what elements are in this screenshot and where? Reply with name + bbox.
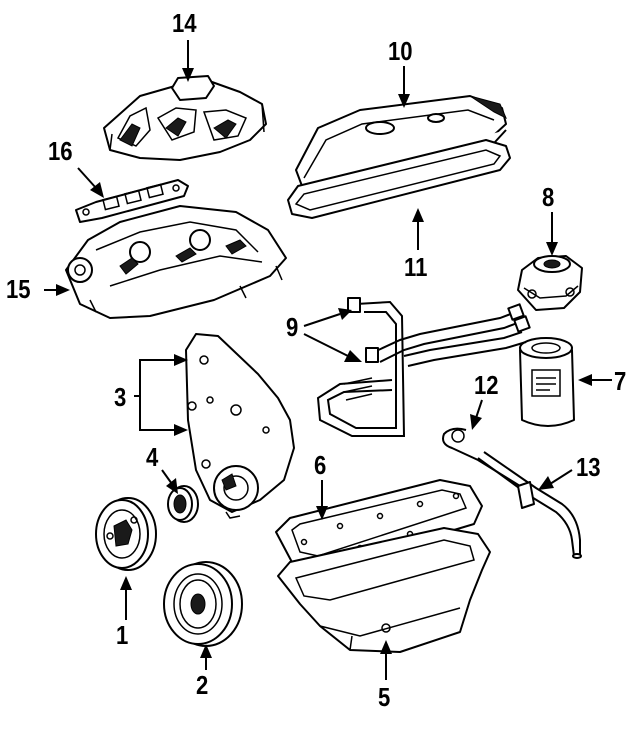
timing-cover [185,333,295,519]
callout-16: 16 [48,136,73,166]
harmonic-balancer [163,561,243,647]
plenum-gasket [75,179,189,223]
callout-7: 7 [614,366,627,396]
crankshaft-pulley [95,497,157,571]
upper-intake-plenum [103,75,267,161]
oil-filter [519,337,575,427]
callout-15: 15 [6,274,31,304]
callout-1: 1 [116,620,129,650]
callout-2: 2 [196,670,209,700]
callout-8: 8 [542,182,555,212]
crankshaft-seal [167,485,199,523]
oil-cooler-lines [316,297,531,437]
callout-13: 13 [576,452,601,482]
callout-11: 11 [404,252,428,282]
callout-4: 4 [146,442,159,472]
callout-9: 9 [286,312,299,342]
callout-10: 10 [388,36,413,66]
dipstick-tube [477,451,582,559]
oil-pan [277,527,491,653]
lower-intake-manifold [65,205,287,319]
callout-14: 14 [172,8,197,38]
valve-cover-gasket [287,139,511,219]
callout-3: 3 [114,382,127,412]
callout-5: 5 [378,682,391,712]
oil-filter-adapter [517,255,583,311]
oil-dipstick [442,427,521,487]
callout-6: 6 [314,450,327,480]
callout-12: 12 [474,370,499,400]
leader-lines [44,40,612,680]
